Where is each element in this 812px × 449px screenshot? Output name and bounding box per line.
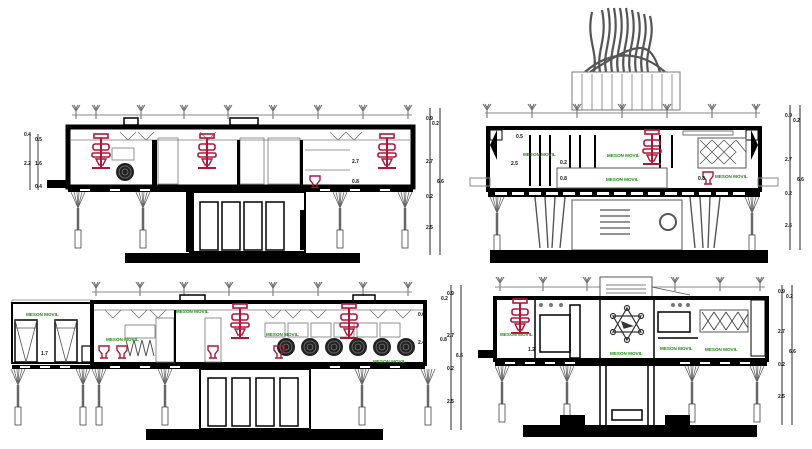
section-bottom-right: MESON MOVIL MESON MOVIL MESON MOVIL MESO… (478, 276, 796, 437)
svg-text:MESON MOVIL: MESON MOVIL (607, 153, 640, 158)
svg-text:0.9: 0.9 (447, 291, 454, 297)
svg-text:2.5: 2.5 (778, 394, 785, 400)
svg-text:0.8: 0.8 (440, 337, 447, 343)
svg-text:MESON MOVIL: MESON MOVIL (266, 332, 299, 337)
svg-text:0.9: 0.9 (426, 116, 433, 122)
svg-text:2.7: 2.7 (447, 333, 454, 339)
svg-text:0.8: 0.8 (560, 176, 567, 182)
svg-text:2.2: 2.2 (24, 161, 31, 167)
svg-text:6.6: 6.6 (789, 349, 796, 355)
svg-text:MESON MOVIL: MESON MOVIL (176, 309, 209, 314)
dimensions-right: 0.9 0.2 2.7 6.6 0.2 2.5 (785, 105, 804, 250)
section-top-left: 0.4 0.5 2.2 1.6 0.4 2.7 0.8 0.9 0.2 2.7 … (24, 104, 444, 263)
svg-text:2.5: 2.5 (511, 161, 518, 167)
dimensions-left: 0.4 0.5 2.2 1.6 0.4 (24, 132, 42, 190)
svg-text:2.4: 2.4 (418, 340, 425, 346)
svg-text:MESON MOVIL: MESON MOVIL (606, 177, 639, 182)
svg-text:1.2: 1.2 (528, 347, 535, 353)
section-bottom-left: MESON MOVIL 1.7 MESON MOVIL (9, 281, 463, 440)
svg-text:0.2: 0.2 (778, 362, 785, 368)
svg-text:0.8: 0.8 (352, 179, 359, 185)
svg-text:0.9: 0.9 (785, 113, 792, 119)
svg-text:0.4: 0.4 (35, 184, 42, 190)
svg-text:0.5: 0.5 (516, 134, 523, 140)
svg-text:0.2: 0.2 (793, 118, 800, 124)
svg-text:0.2: 0.2 (447, 366, 454, 372)
svg-text:2.5: 2.5 (447, 399, 454, 405)
roof-lamps (91, 281, 413, 297)
svg-text:0.5: 0.5 (35, 137, 42, 143)
svg-text:2.5: 2.5 (426, 225, 433, 231)
star-symbol (609, 304, 645, 344)
roof-lamps (482, 103, 761, 119)
svg-text:MESON MOVIL: MESON MOVIL (373, 359, 406, 364)
svg-text:6.6: 6.6 (456, 353, 463, 359)
svg-text:0.2: 0.2 (441, 296, 448, 302)
roof-sculpture (584, 7, 666, 73)
svg-text:MESON MOVIL: MESON MOVIL (715, 174, 748, 179)
svg-text:2.7: 2.7 (785, 157, 792, 163)
dimensions-right: 0.9 0.2 2.7 6.6 0.2 2.5 (778, 285, 796, 425)
svg-text:1.7: 1.7 (41, 351, 48, 357)
svg-text:MESON MOVIL: MESON MOVIL (660, 346, 693, 351)
svg-text:1.6: 1.6 (35, 161, 42, 167)
svg-text:2.7: 2.7 (778, 329, 785, 335)
ceiling-lamps (539, 303, 690, 307)
dimensions-right: 0.9 0.2 2.7 6.6 0.2 2.5 (426, 108, 444, 255)
svg-text:MESON MOVIL: MESON MOVIL (705, 347, 738, 352)
svg-text:MESON MOVIL: MESON MOVIL (26, 312, 59, 317)
svg-text:6.6: 6.6 (797, 177, 804, 183)
svg-text:0.2: 0.2 (426, 194, 433, 200)
svg-text:0.2: 0.2 (785, 191, 792, 197)
svg-text:0.2: 0.2 (786, 294, 793, 300)
svg-text:2.7: 2.7 (352, 159, 359, 165)
svg-text:0.2: 0.2 (432, 121, 439, 127)
svg-text:6.6: 6.6 (437, 179, 444, 185)
svg-text:MESON MOVIL: MESON MOVIL (106, 337, 139, 342)
svg-text:MESON MOVIL: MESON MOVIL (523, 152, 556, 157)
dimensions-right: 0.9 0.2 2.7 6.6 0.2 2.5 (441, 285, 463, 430)
roof-lamps (71, 104, 413, 120)
section-top-right: MESON MOVIL MESON MOVIL MESON MOVIL MESO… (469, 7, 804, 263)
svg-text:2.5: 2.5 (785, 223, 792, 229)
svg-text:2.7: 2.7 (426, 159, 433, 165)
svg-text:MESON MOVIL: MESON MOVIL (610, 351, 643, 356)
svg-text:0.8: 0.8 (698, 176, 705, 182)
svg-text:0.6: 0.6 (418, 312, 425, 318)
svg-text:MESON MOVIL: MESON MOVIL (500, 332, 533, 337)
svg-text:0.9: 0.9 (778, 289, 785, 295)
svg-text:0.2: 0.2 (560, 160, 567, 166)
svg-text:0.4: 0.4 (24, 132, 31, 138)
